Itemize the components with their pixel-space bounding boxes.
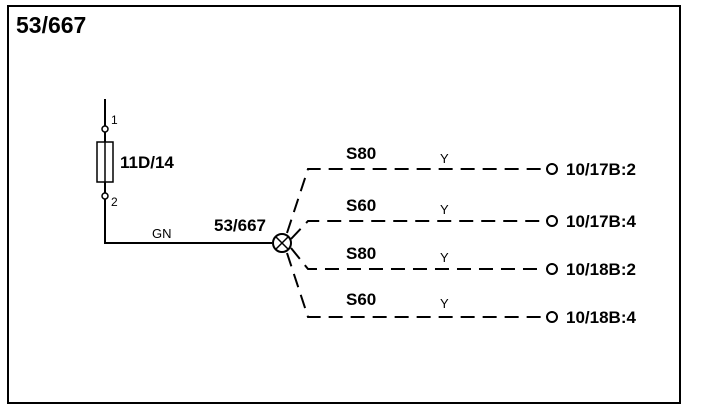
terminal-3-icon [546, 263, 558, 275]
branch-3-color: Y [440, 250, 449, 265]
fuse-label: 11D/14 [120, 153, 174, 172]
branch-4-size: S60 [346, 290, 376, 309]
main-wire-color: GN [152, 226, 172, 241]
diagram-title: 53/667 [16, 12, 87, 38]
branch-1-terminal: 10/17B:2 [566, 160, 636, 179]
branch-wire-1 [286, 168, 545, 234]
diagram-frame [7, 5, 681, 404]
fuse-pin-1-label: 1 [111, 113, 118, 127]
terminal-2-icon [546, 215, 558, 227]
branch-wire-3 [290, 247, 545, 270]
fuse-pin-2 [101, 192, 109, 200]
branch-wire-4 [286, 252, 545, 318]
branch-2-size: S60 [346, 196, 376, 215]
terminal-4-icon [546, 311, 558, 323]
branch-2-terminal: 10/17B:4 [566, 212, 636, 231]
splice-icon [272, 233, 292, 253]
branch-3-terminal: 10/18B:2 [566, 260, 636, 279]
terminal-1-icon [546, 163, 558, 175]
branch-4-terminal: 10/18B:4 [566, 308, 636, 327]
branch-1-size: S80 [346, 144, 376, 163]
branch-1-color: Y [440, 151, 449, 166]
branch-2-color: Y [440, 202, 449, 217]
branch-wire-2 [290, 220, 545, 240]
branch-3-size: S80 [346, 244, 376, 263]
fuse-pin-1 [101, 125, 109, 133]
branch-4-color: Y [440, 296, 449, 311]
splice-label: 53/667 [214, 216, 266, 235]
main-wire-gn [104, 199, 272, 244]
fuse-pin-2-label: 2 [111, 195, 118, 209]
